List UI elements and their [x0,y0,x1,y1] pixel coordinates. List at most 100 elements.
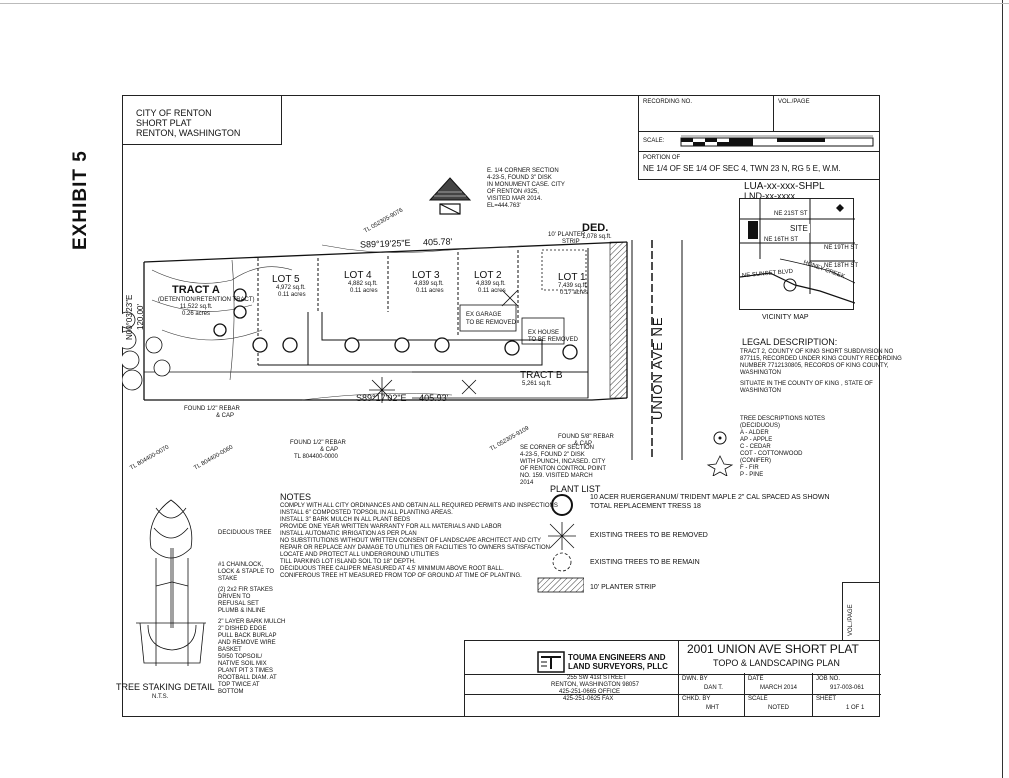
scale-row-divider [639,151,879,152]
firm-address-3: 425-251-0665 OFFICE [559,689,621,695]
tract-a-sub: (DETENTION/RETENTION TRACT) [158,297,255,303]
project-grid-h2 [465,694,881,695]
tree-staking-graphic [136,499,206,666]
plant-item-1-sub: TOTAL REPLACEMENT TRESS 18 [590,503,701,510]
corner-note-line-6: EL=444.763' [487,203,521,209]
tree-detail-scale: N.T.S. [152,694,169,700]
plant-list-symbols [537,494,584,593]
dwn-by-label: DWN. BY [682,676,708,682]
legal-situate-2: WASHINGTON [740,388,782,394]
lot-3-area: 4,839 sq.ft. [414,281,444,287]
notes-heading: NOTES [280,492,312,502]
recording-block: RECORDING NO. VOL./PAGE SCALE: PORTION O… [638,95,880,180]
tract-a-area: 11,522 sq.ft. [180,304,213,310]
firm-name-2: LAND SURVEYORS, PLLC [568,662,668,671]
vmap-street-19th: NE 19TH ST [824,245,859,251]
se-note-2: 4-23-5, FOUND 2" DISK [520,452,585,458]
ex-garage-2: TO BE REMOVED [466,320,516,326]
note-line-2: INSTALL 6" COMPOSTED TOPSOIL IN ALL PLAN… [280,510,453,516]
sheet-value: 1 OF 1 [846,705,865,711]
site-plan [122,240,683,460]
ded-area: 1,078 sq.ft. [582,234,612,240]
ex-house-2: TO BE REMOVED [528,337,578,343]
tree-note-conifer: (CONIFER) [740,458,771,464]
callout-soil: 50/50 TOPSOIL/ NATIVE SOIL MIX [218,654,267,667]
callout-chainlock: #1 CHAINLOCK, LOCK & STAPLE TO STAKE [218,562,275,582]
city-location: RENTON, WASHINGTON [136,128,241,138]
recording-no-label: RECORDING NO. [643,99,693,105]
ex-house-1: EX HOUSE [528,330,560,336]
se-note-6: 2014 [520,480,534,486]
corner-note-line-3: IN MONUMENT CASE. CITY [487,182,565,188]
dist-left-text: 120.00' [136,304,145,330]
tree-note-apple: AP - APPLE [740,437,773,443]
lot-2-area: 4,839 sq.ft. [476,281,506,287]
note-line-9: TILL PARKING LOT ISLAND SOIL TO 18" DEPT… [280,559,416,565]
notes-list: COMPLY WITH ALL CITY ORDINANCES AND OBTA… [280,503,558,580]
lot-4-area: 4,882 sq.ft. [348,281,378,287]
lot-5-area: 4,972 sq.ft. [276,285,306,291]
tree-note-cottonwood: COT - COTTONWOOD [740,451,803,457]
vmap-site-label: SITE [788,224,810,233]
lot-1-area: 7,439 sq.ft. [558,283,588,289]
se-note-4: OF RENTON CONTROL POINT [520,466,607,472]
planter-2: STRIP [562,239,580,245]
city-title-block: CITY OF RENTON SHORT PLAT RENTON, WASHIN… [122,95,282,145]
corner-note: E. 1/4 CORNER SECTION 4-23-5, FOUND 3" D… [487,168,565,210]
lot-3-acres: 0.11 acres [416,288,444,294]
bearing-top-text: S89°19'25"E [359,237,411,250]
firm-name-1: TOUMA ENGINEERS AND [568,653,666,662]
vmap-street-21st: NE 21ST ST [774,211,808,217]
exhibit-label: EXHIBIT 5 [70,150,91,250]
job-label: JOB NO. [816,676,841,682]
legal-situate-1: SITUATE IN THE COUNTY OF KING , STATE OF [740,381,873,387]
date-label: DATE [748,676,764,682]
scale-value: NOTED [768,705,789,711]
corner-note-line-2: 4-23-5, FOUND 3" DISK [487,175,552,181]
firm-address-4: 425-251-0625 FAX [563,696,614,702]
ex-garage-1: EX GARAGE [466,312,502,318]
dist-bottom-text: 405.93' [419,393,449,403]
north-arrow-icon [428,177,472,215]
callout-deciduous: DECIDUOUS TREE [218,530,272,536]
lot-4-acres: 0.11 acres [350,288,378,294]
south-property-line [144,397,628,401]
se-note-3: WITH PUNCH, INCASED. CITY [520,459,606,465]
portion-of-label: PORTION OF [643,155,681,161]
note-line-10: DECIDUOUS TREE CALIPER MEASURED AT 4.5' … [280,566,504,572]
project-subtitle: TOPO & LANDSCAPING PLAN [713,658,840,668]
chkd-label: CHKD. BY [682,696,711,702]
tree-notes-heading-2: (DECIDUOUS) [740,423,780,429]
tree-note-fir: F - FIR [740,465,759,471]
note-line-8: LOCATE AND PROTECT ALL UNDERGROUND UTILI… [280,552,439,558]
found-rebar-2-c: TL 804400-0000 [294,454,338,460]
vol-page-vertical: VOL./PAGE [848,604,854,636]
corner-note-line-1: E. 1/4 CORNER SECTION [487,168,559,174]
scale-bar-graphic [680,135,874,147]
lot-3-label: LOT 3 [412,270,440,281]
note-line-1: COMPLY WITH ALL CITY ORDINANCES AND OBTA… [280,503,558,509]
dwn-by-value: DAN T. [704,685,723,691]
callout-stakes: (2) 2x2 FIR STAKES DRIVEN TO REFUSAL SET… [218,587,273,614]
note-line-6: NO SUBSTITUTIONS WITHOUT WRITTEN CONSENT… [280,538,542,544]
vicinity-map-graphic [739,199,856,304]
recording-col-divider [773,95,774,131]
project-title: 2001 UNION AVE SHORT PLAT [687,642,859,656]
bearing-left: N00°03'23"E [125,295,134,340]
project-grid-v2 [744,673,745,717]
found-rebar-1-a: FOUND 1/2" REBAR [184,406,240,412]
callout-burlap: PULL BACK BURLAP AND REMOVE WIRE BASKET [218,633,277,653]
lot-5-acres: 0.11 acres [278,292,306,298]
drawing-sheet [122,95,880,717]
dist-top-text: 405.78' [422,236,453,248]
note-line-7: REPAIR OR REPLACE ANY DAMAGE TO UTILITIE… [280,545,550,551]
portion-text: NE 1/4 OF SE 1/4 OF SEC 4, TWN 23 N, RG … [643,164,841,173]
project-grid-v3 [812,673,813,717]
vicinity-map-label: VICINITY MAP [762,314,809,321]
firm-address-1: 255 SW 41st STREET [567,675,627,681]
se-note-5: NO. 159. VISITED MARCH [520,473,593,479]
tree-note-cedar: C - CEDAR [740,444,771,450]
vmap-street-18th: NE 18TH ST [824,263,859,269]
recording-row-divider [639,131,879,132]
corner-note-line-5: VISITED MAR 2014. [487,196,543,202]
